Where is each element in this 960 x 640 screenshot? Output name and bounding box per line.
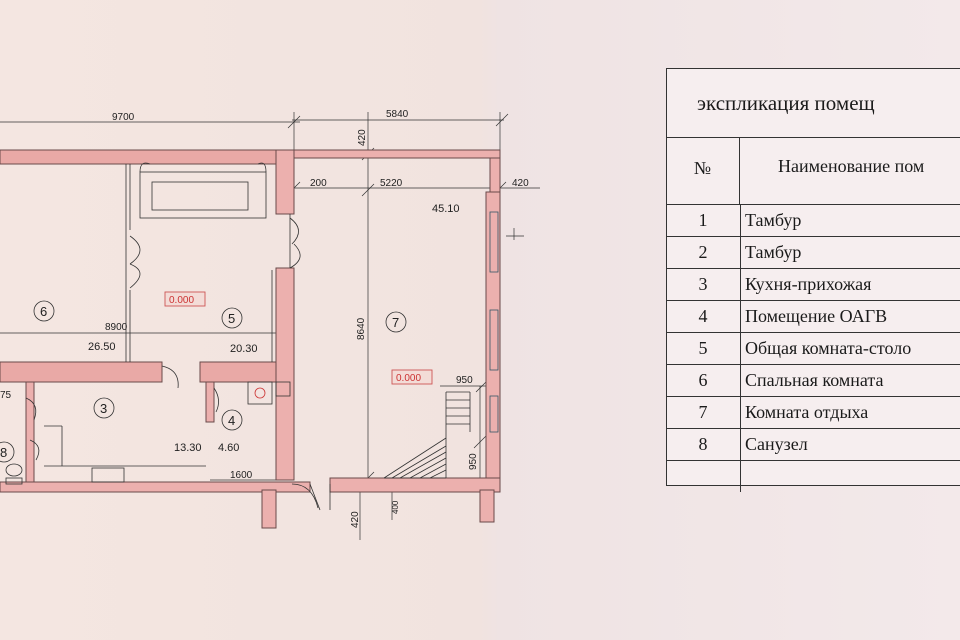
- level-room7: 0.000: [396, 373, 421, 384]
- row-number: 8: [666, 428, 741, 461]
- table-row: [666, 460, 960, 492]
- row-number: 5: [666, 332, 741, 365]
- row-number: 1: [666, 204, 741, 237]
- row-number: [666, 460, 741, 492]
- explication-header: № Наименование пом: [666, 137, 960, 205]
- row-number: 7: [666, 396, 741, 429]
- room-areas: 26.50 20.30 45.10 13.30 4.60: [88, 203, 460, 454]
- dim-8900: 8900: [105, 322, 128, 333]
- row-name: Тамбур: [740, 236, 960, 269]
- dimension-lines: [0, 112, 540, 540]
- dim-420-bottom: 420: [350, 511, 361, 528]
- dim-950-vertical: 950: [468, 453, 479, 470]
- walls: [0, 149, 501, 529]
- room-area-5: 20.30: [230, 343, 258, 355]
- row-name: Общая комната-столо: [740, 332, 960, 365]
- room-number-3: 3: [100, 401, 107, 416]
- room-number-4: 4: [228, 413, 235, 428]
- dim-8640: 8640: [356, 317, 367, 340]
- row-number: 4: [666, 300, 741, 333]
- room-number-5: 5: [228, 311, 235, 326]
- dim-5840: 5840: [386, 109, 409, 120]
- dim-75: 75: [0, 390, 12, 401]
- dim-5220: 5220: [380, 178, 403, 189]
- dim-1600: 1600: [230, 470, 253, 481]
- room-area-3: 13.30: [174, 442, 202, 454]
- row-name: Кухня-прихожая: [740, 268, 960, 301]
- dim-420-right: 420: [512, 178, 529, 189]
- room-markers: 6 5 7 3 4 8: [0, 300, 407, 463]
- explication-title: экспликация помещ: [697, 91, 875, 115]
- room-number-7: 7: [392, 315, 399, 330]
- row-name: Помещение ОАГВ: [740, 300, 960, 333]
- room-number-8: 8: [0, 445, 7, 460]
- level-marker-room5: 0.000: [164, 291, 206, 307]
- room-area-7: 45.10: [432, 203, 460, 215]
- level-marker-room7: 0.000: [391, 369, 433, 385]
- room-number-6: 6: [40, 304, 47, 319]
- header-name: Наименование пом: [778, 156, 925, 176]
- row-name: Тамбур: [740, 204, 960, 237]
- room-area-4: 4.60: [218, 442, 239, 454]
- dim-200: 200: [310, 178, 327, 189]
- row-number: 3: [666, 268, 741, 301]
- dim-420-top: 420: [357, 129, 368, 146]
- row-name: Спальная комната: [740, 364, 960, 397]
- row-number: 6: [666, 364, 741, 397]
- dim-400: 400: [391, 500, 400, 514]
- level-room5: 0.000: [169, 295, 194, 306]
- dimension-labels: 9700 5840 420 200 5220 420 8900 8640 950…: [0, 109, 529, 528]
- dim-950-horizontal: 950: [456, 375, 473, 386]
- row-number: 2: [666, 236, 741, 269]
- room-area-6: 26.50: [88, 341, 116, 353]
- dim-9700: 9700: [112, 112, 135, 123]
- row-name: Санузел: [740, 428, 960, 461]
- row-name: [740, 460, 960, 492]
- header-number: №: [666, 138, 740, 205]
- row-name: Комната отдыха: [740, 396, 960, 429]
- interior-details: [5, 162, 499, 511]
